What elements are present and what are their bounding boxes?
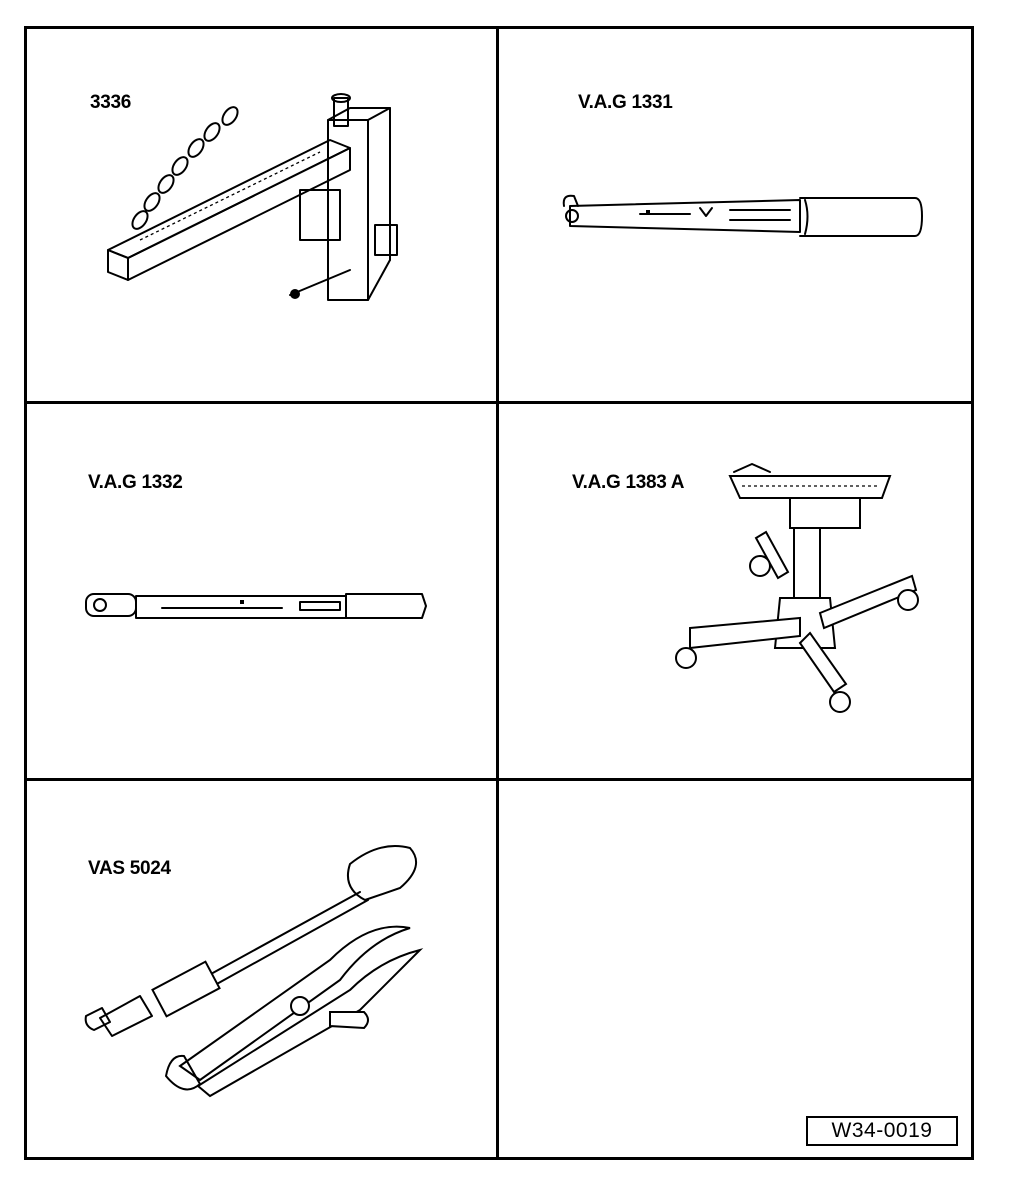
tool-label-vag1332: V.A.G 1332 bbox=[88, 472, 183, 493]
grid-divider-row-2 bbox=[24, 778, 974, 781]
figure-code: W34-0019 bbox=[806, 1116, 958, 1146]
tool-label-vas5024: VAS 5024 bbox=[88, 858, 171, 879]
transmission-jack-drawing bbox=[660, 458, 930, 720]
grid-divider-row-1 bbox=[24, 401, 974, 404]
tool-label-vag1383a: V.A.G 1383 A bbox=[572, 472, 685, 493]
tool-label-3336: 3336 bbox=[90, 92, 132, 113]
torque-wrench-1332-drawing bbox=[82, 588, 432, 628]
torque-wrench-1331-drawing bbox=[560, 192, 930, 252]
grid-divider-vertical bbox=[496, 26, 499, 1160]
tool-grid bbox=[24, 26, 974, 1160]
hose-clamp-pliers-drawing bbox=[80, 840, 440, 1100]
engine-support-bar-drawing bbox=[100, 90, 420, 320]
tool-label-vag1331: V.A.G 1331 bbox=[578, 92, 673, 113]
